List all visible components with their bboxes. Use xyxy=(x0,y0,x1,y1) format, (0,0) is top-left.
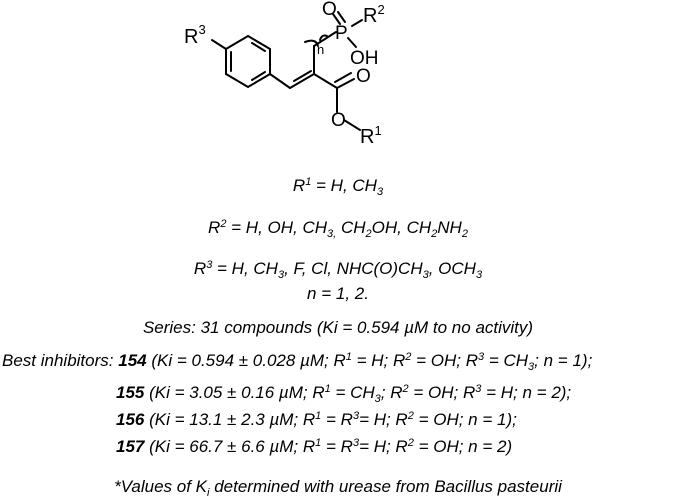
p-double-o xyxy=(332,13,341,25)
inhibitor-156: 156 (Ki = 13.1 ± 2.3 µM; R1 = R3= H; R2 … xyxy=(116,410,517,429)
inhibitor-157: 157 (Ki = 66.7 ± 6.6 µM; R1 = R3= H; R2 … xyxy=(116,437,513,456)
chemical-structure: R3 O P R2 OH n O O R1 xyxy=(184,0,385,148)
r3-atom: R3 xyxy=(184,22,206,48)
series-summary: Series: 31 compounds (Ki = 0.594 µM to n… xyxy=(142,318,534,337)
phos-r2-atom: R2 xyxy=(363,2,385,27)
carbonyl-double xyxy=(336,78,355,89)
phos-oh-atom: OH xyxy=(350,48,379,69)
p-r2-bond xyxy=(351,19,363,27)
r1-atom: R1 xyxy=(360,123,382,148)
inhibitor-155: 155 (Ki = 3.05 ± 0.16 µM; R1 = CH3; R2 =… xyxy=(116,383,572,405)
alkene-double-bond xyxy=(293,70,312,82)
chain-bracket xyxy=(319,34,328,41)
phos-p-atom: P xyxy=(335,23,348,44)
inhibitor-154: Best inhibitors: 154 (Ki = 0.594 ± 0.028… xyxy=(2,351,593,373)
benzene-ring xyxy=(225,34,271,89)
phos-o-atom: O xyxy=(322,0,337,20)
p-oh-bond xyxy=(347,37,357,48)
r1-definition: R1 = H, CH3 xyxy=(292,176,384,198)
p-double-o xyxy=(337,11,346,23)
carbonyl-double xyxy=(334,72,352,83)
footnote: *Values of Ki determined with urease fro… xyxy=(114,477,562,499)
ring-double-bond xyxy=(251,71,266,81)
r3-bond xyxy=(211,39,227,50)
ester-bond xyxy=(343,119,361,131)
ring-vinyl-bond xyxy=(269,73,291,89)
n-index: n xyxy=(317,42,324,57)
p-bond xyxy=(313,31,337,47)
ring-double-bond xyxy=(251,42,266,52)
n-definition: n = 1, 2. xyxy=(307,284,369,303)
carbonyl-o-atom: O xyxy=(356,66,371,87)
ester-o-atom: O xyxy=(331,110,346,131)
alkene-bond xyxy=(289,73,315,89)
r2-definition: R2 = H, OH, CH3, CH2OH, CH2NH2 xyxy=(208,218,468,240)
carbonyl-bond xyxy=(313,73,338,89)
r3-definition: R3 = H, CH3, F, Cl, NHC(O)CH3, OCH3 xyxy=(193,259,483,281)
